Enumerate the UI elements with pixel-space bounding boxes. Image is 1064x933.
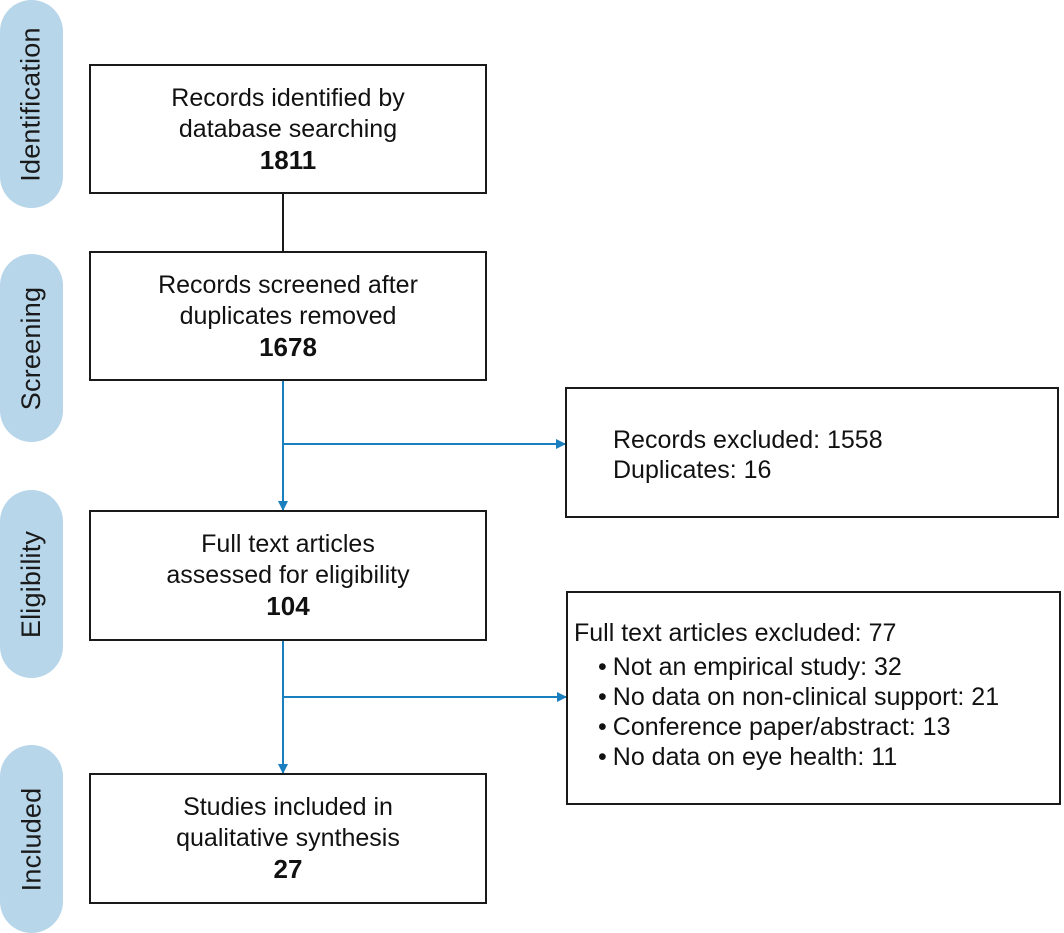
box-records-identified-line1: Records identified by bbox=[171, 83, 405, 112]
box-fulltext-assessed-line2: assessed for eligibility bbox=[166, 561, 410, 589]
stage-screening: Screening bbox=[0, 254, 63, 442]
exclusion-reason: Not an empirical study: 32 bbox=[598, 652, 1059, 682]
records-excluded-line1: Records excluded: 1558 bbox=[613, 426, 883, 454]
exclusion-reason: No data on eye health: 11 bbox=[598, 742, 1059, 772]
stage-identification: Identification bbox=[0, 0, 63, 208]
box-fulltext-assessed: Full text articles assessed for eligibil… bbox=[89, 510, 487, 641]
box-records-screened: Records screened after duplicates remove… bbox=[89, 251, 487, 381]
stage-included: Included bbox=[0, 745, 63, 933]
fulltext-excluded-title: Full text articles excluded: 77 bbox=[574, 619, 897, 647]
box-records-identified-count: 1811 bbox=[259, 144, 317, 175]
box-fulltext-assessed-line1: Full text articles bbox=[201, 530, 375, 558]
exclusion-reasons-list: Not an empirical study: 32 No data on no… bbox=[574, 652, 1059, 772]
box-studies-included-count: 27 bbox=[273, 854, 303, 884]
box-records-identified: Records identified by database searching… bbox=[89, 64, 487, 194]
box-fulltext-excluded: Full text articles excluded: 77 Not an e… bbox=[566, 591, 1061, 805]
box-records-screened-line1: Records screened after bbox=[158, 270, 418, 299]
box-studies-included-line2: qualitative synthesis bbox=[176, 824, 400, 852]
exclusion-reason: No data on non-clinical support: 21 bbox=[598, 682, 1059, 712]
box-records-screened-count: 1678 bbox=[259, 331, 317, 362]
box-records-excluded: Records excluded: 1558 Duplicates: 16 bbox=[565, 387, 1059, 518]
box-fulltext-assessed-count: 104 bbox=[266, 591, 310, 621]
records-excluded-line2: Duplicates: 16 bbox=[613, 456, 772, 484]
stage-eligibility: Eligibility bbox=[0, 490, 63, 678]
box-records-identified-line2: database searching bbox=[178, 114, 398, 143]
box-records-screened-line2: duplicates removed bbox=[179, 301, 397, 330]
box-studies-included-line1: Studies included in bbox=[183, 793, 393, 821]
exclusion-reason: Conference paper/abstract: 13 bbox=[598, 712, 1059, 742]
box-studies-included: Studies included in qualitative synthesi… bbox=[89, 773, 487, 904]
